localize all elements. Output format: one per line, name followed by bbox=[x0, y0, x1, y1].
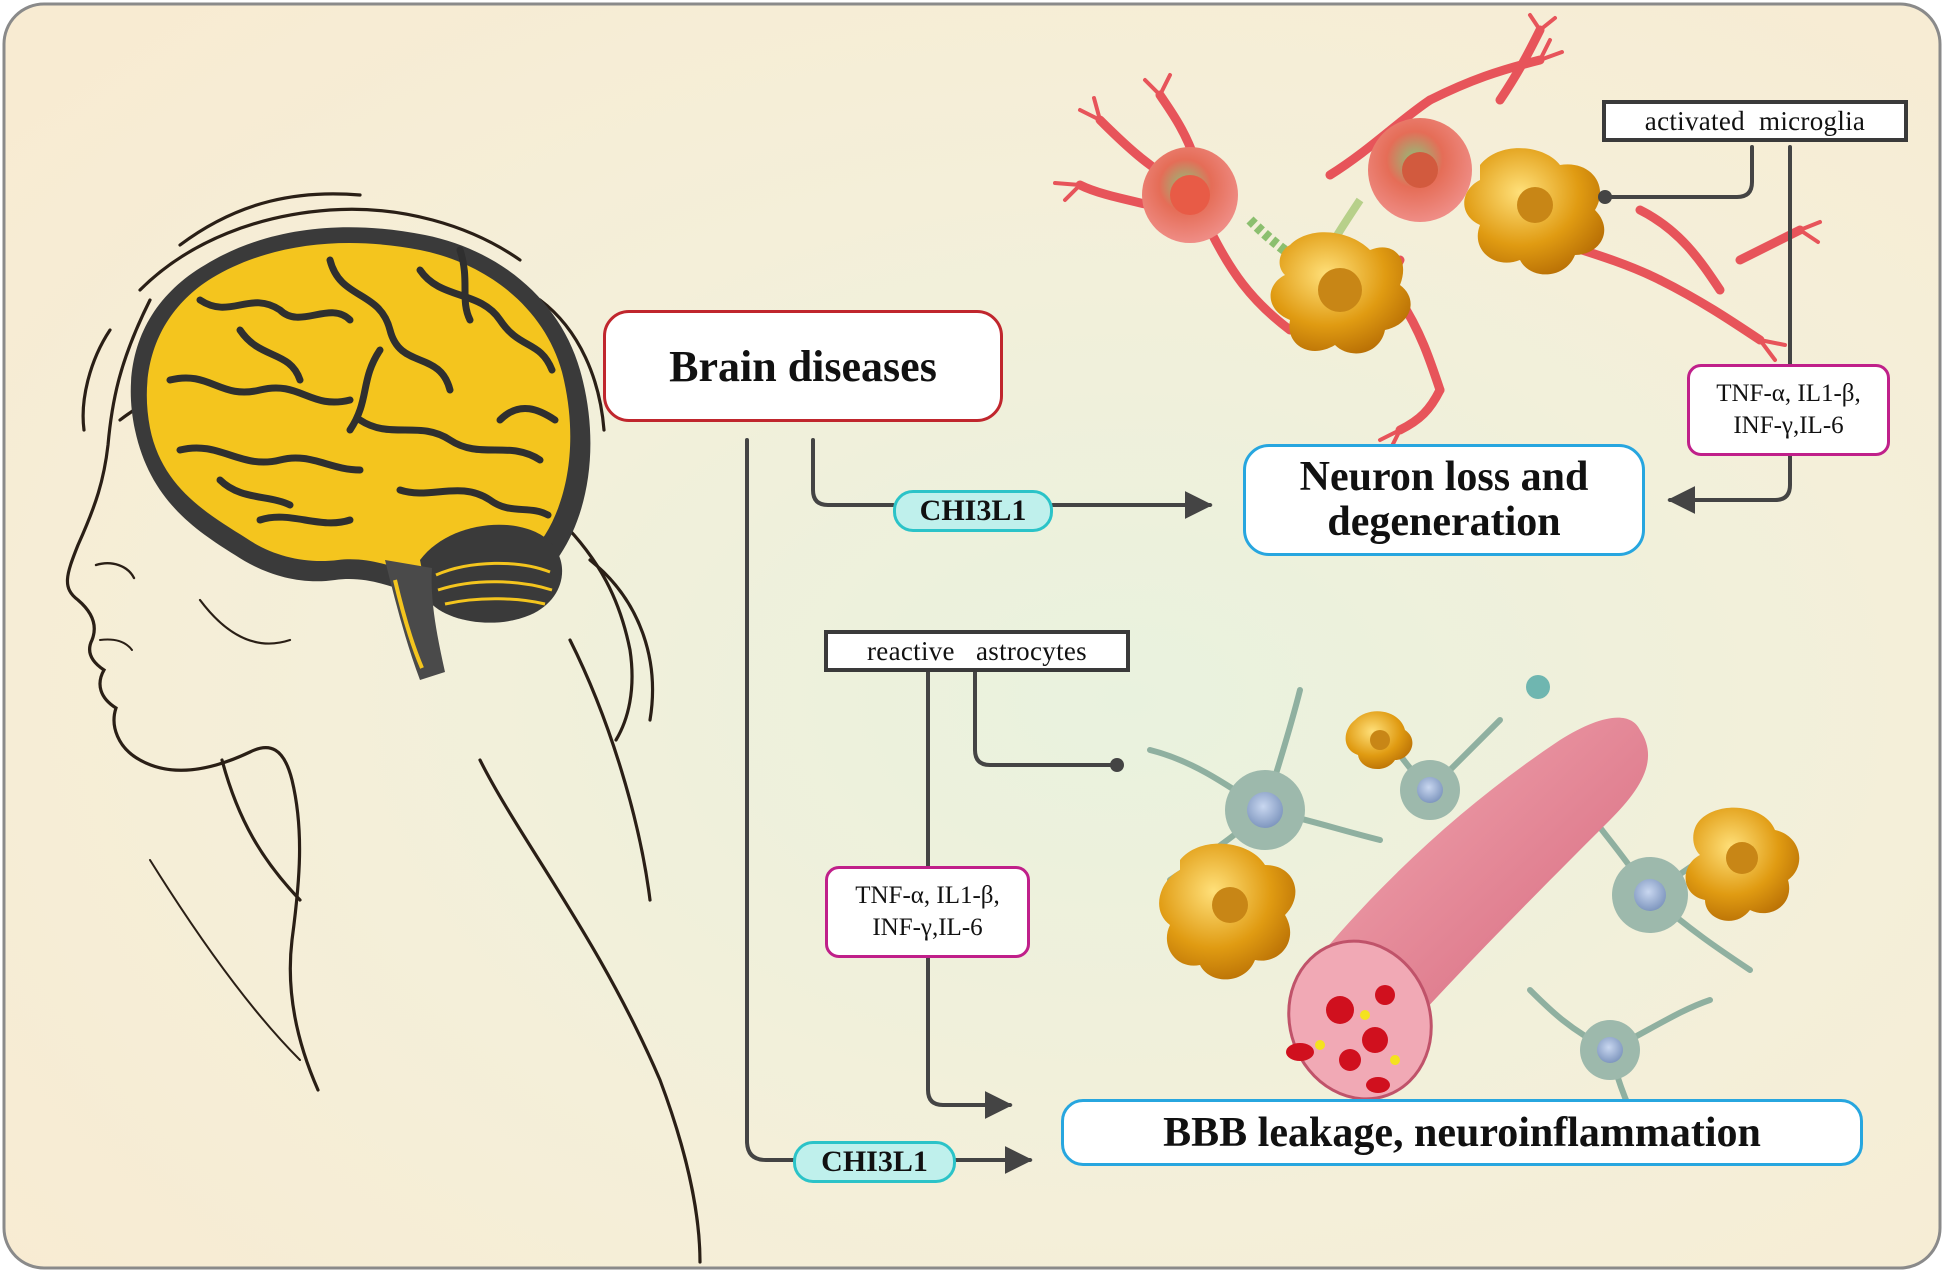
cytokines-upper-box: TNF-α, IL1-β, INF-γ,IL-6 bbox=[1687, 364, 1890, 456]
bbb-leakage-box: BBB leakage, neuroinflammation bbox=[1061, 1099, 1863, 1166]
reactive-astrocytes-label: reactive astrocytes bbox=[867, 635, 1087, 666]
chi3l1-bottom-pill: CHI3L1 bbox=[793, 1141, 956, 1183]
microglia-to-neuron-loss-arrow bbox=[1667, 145, 1792, 514]
astrocyte-vessel-cluster bbox=[1147, 675, 1800, 1133]
neuron-loss-label-line2: degeneration bbox=[1327, 499, 1561, 545]
connector-lines bbox=[745, 145, 1792, 1174]
cytokines-upper-line2: INF-γ,IL-6 bbox=[1733, 412, 1844, 439]
astrocytes-to-bbb-arrow bbox=[926, 670, 1013, 1119]
reactive-astrocytes-tag: reactive astrocytes bbox=[824, 630, 1130, 672]
chi3l1-bottom-label: CHI3L1 bbox=[821, 1145, 928, 1178]
activated-microglia-tag: activated microglia bbox=[1602, 100, 1908, 142]
chi3l1-top-pill: CHI3L1 bbox=[893, 490, 1053, 532]
microglia-neuron-cluster bbox=[1053, 13, 1822, 452]
brain-illustration bbox=[130, 227, 591, 680]
neuron-loss-box: Neuron loss and degeneration bbox=[1243, 444, 1645, 556]
neuron-loss-label-line1: Neuron loss and bbox=[1299, 453, 1589, 500]
cytokines-upper-line1: TNF-α, IL1-β, bbox=[1716, 380, 1861, 407]
cytokines-lower-box: TNF-α, IL1-β, INF-γ,IL-6 bbox=[825, 866, 1030, 958]
brain-to-chi3l1-top-line bbox=[811, 438, 895, 507]
brain-diseases-label: Brain diseases bbox=[669, 341, 937, 391]
bbb-leakage-label: BBB leakage, neuroinflammation bbox=[1163, 1109, 1761, 1156]
microglia-pointer-dot bbox=[1598, 190, 1612, 204]
brain-to-chi3l1-bottom-line bbox=[745, 438, 795, 1162]
head-profile-sketch bbox=[65, 192, 702, 1264]
brain-diseases-box: Brain diseases bbox=[603, 310, 1003, 422]
astrocytes-pointer-line bbox=[973, 670, 1115, 767]
cytokines-lower-line1: TNF-α, IL1-β, bbox=[855, 882, 1000, 909]
microglia-pointer-line bbox=[1608, 145, 1754, 199]
chi3l1-top-label: CHI3L1 bbox=[919, 494, 1027, 527]
astrocytes-pointer-dot bbox=[1110, 758, 1124, 772]
activated-microglia-label: activated microglia bbox=[1644, 105, 1866, 136]
cytokines-lower-line2: INF-γ,IL-6 bbox=[872, 914, 983, 941]
